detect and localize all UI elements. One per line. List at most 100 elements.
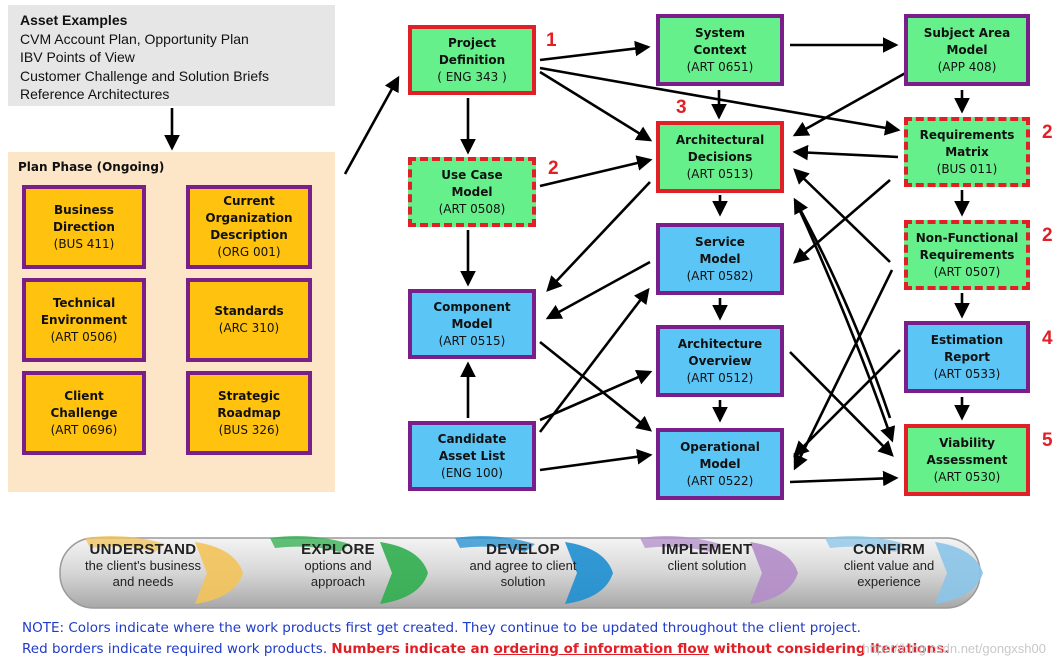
arrow-candidate-to-service: [538, 287, 650, 433]
box-label-line: Model: [699, 456, 741, 471]
box-use-case-model: Use Case Model (ART 0508): [408, 157, 536, 227]
box-label-line: Candidate: [437, 431, 507, 446]
arrow-estimation-to-operational: [793, 349, 901, 457]
box-code: (BUS 011): [936, 161, 998, 176]
stage-title: UNDERSTAND: [89, 541, 197, 558]
order-number: 2: [1042, 122, 1053, 143]
box-label-line: Component: [433, 299, 511, 314]
plan-box-client-challenge: Client Challenge (ART 0696): [22, 371, 146, 455]
box-code: (ART 0696): [50, 422, 118, 437]
stage-understand: UNDERSTAND the client's business and nee…: [58, 541, 228, 590]
stage-subtitle: options and: [304, 558, 372, 573]
plan-box-standards: Standards (ARC 310): [186, 278, 312, 362]
box-code: (ART 0522): [686, 473, 754, 488]
box-label-line: Current: [223, 194, 275, 208]
box-label-line: Organization: [205, 211, 293, 225]
arrow-decisions-to-viability: [793, 199, 896, 443]
box-label-line: Strategic: [217, 388, 281, 403]
box-label-line: Overview: [688, 353, 752, 368]
order-number: 4: [1042, 328, 1053, 349]
box-operational-model: Operational Model (ART 0522): [656, 428, 784, 500]
stage-swirl: [195, 542, 243, 604]
box-system-context: System Context (ART 0651): [656, 14, 784, 86]
box-subject-area-model: Subject Area Model (APP 408): [904, 14, 1030, 86]
box-project-definition: Project Definition ( ENG 343 ): [408, 25, 536, 95]
stage-develop: DEVELOP and agree to client solution: [438, 541, 608, 590]
note-label: NOTE:: [22, 620, 65, 636]
arrow-decisions-to-component: [546, 181, 651, 292]
box-code: (ARC 310): [218, 321, 280, 335]
arrow-overview-to-viability: [789, 351, 894, 457]
asset-examples-title: Asset Examples: [20, 12, 128, 28]
box-label-line: System: [695, 25, 745, 40]
box-code: (ART 0582): [686, 268, 754, 283]
box-label-line: Decisions: [687, 149, 753, 164]
order-number: 3: [676, 97, 687, 118]
box-label-line: Technical: [52, 295, 116, 310]
arrow-requirements-to-decisions: [792, 144, 899, 161]
note-text: without considering iterations.: [713, 641, 950, 657]
flow-arrows: [164, 37, 970, 487]
order-number: 5: [1042, 430, 1053, 451]
box-label-line: Roadmap: [217, 405, 281, 420]
watermark: https://blog.csdn.net/gongxsh00: [862, 641, 1046, 656]
box-code: (ENG 100): [441, 465, 503, 480]
box-label-line: Model: [699, 251, 741, 266]
note-text: Red borders indicate required work produ…: [22, 641, 328, 657]
arrow-candidate-to-operational: [539, 449, 653, 472]
box-label-line: Client: [64, 388, 104, 403]
arrow-nfr-to-operational: [793, 269, 894, 471]
box-code: (APP 408): [937, 59, 997, 74]
stage-confirm: CONFIRM client value and experience: [804, 541, 974, 590]
arrow-service-to-component: [545, 260, 651, 320]
stage-subtitle: the client's business: [85, 558, 201, 573]
stage-swirl: [85, 536, 165, 552]
note-text: Colors indicate where the work products …: [68, 620, 861, 636]
note-text: ordering of information flow: [493, 641, 710, 657]
stage-swirl: [270, 536, 350, 552]
box-label-line: Architectural: [675, 132, 765, 147]
box-code: (ART 0530): [933, 469, 1001, 484]
box-label-line: Assessment: [926, 452, 1008, 467]
box-non-functional-requirements: Non-Functional Requirements (ART 0507): [904, 220, 1030, 290]
stage-swirl: [935, 542, 983, 604]
stage-title: EXPLORE: [301, 541, 375, 558]
arrow-operational-to-viability: [789, 470, 899, 487]
order-number: 1: [546, 30, 557, 51]
plan-phase-title: Plan Phase (Ongoing): [18, 160, 165, 174]
box-code: (ART 0515): [438, 333, 506, 348]
box-label-line: Estimation: [930, 332, 1004, 347]
arrow-project-to-decisions: [539, 70, 653, 142]
plan-box-business-direction: Business Direction (BUS 411): [22, 185, 146, 269]
asset-example-item: CVM Account Plan, Opportunity Plan: [20, 30, 249, 47]
box-label-line: Model: [451, 316, 493, 331]
box-label-line: Report: [944, 349, 990, 364]
box-code: (BUS 411): [53, 236, 115, 251]
asset-example-item: Customer Challenge and Solution Briefs: [20, 67, 270, 84]
box-service-model: Service Model (ART 0582): [656, 223, 784, 295]
stage-swirl: [750, 542, 798, 604]
box-label-line: Matrix: [945, 144, 989, 159]
box-label-line: Direction: [53, 219, 115, 234]
arrow-component-to-operational: [539, 340, 653, 432]
order-number: 2: [1042, 225, 1053, 246]
arrow-plan-to-project: [343, 75, 400, 175]
box-code: (ART 0508): [438, 201, 506, 216]
box-label-line: Model: [946, 42, 988, 57]
box-label-line: Asset List: [438, 448, 506, 463]
stage-subtitle: solution: [500, 574, 546, 589]
box-estimation-report: Estimation Report (ART 0533): [904, 321, 1030, 393]
asset-example-item: Reference Architectures: [20, 86, 170, 102]
box-viability-assessment: Viability Assessment (ART 0530): [904, 424, 1030, 496]
box-code: (ART 0533): [933, 366, 1001, 381]
note-text: Numbers indicate an: [331, 641, 490, 657]
arrow-viability-to-decisions: [793, 197, 892, 419]
arrow-usecase-to-decisions: [539, 155, 653, 188]
order-number: 2: [548, 158, 559, 179]
arrow-requirements-to-service: [793, 179, 891, 264]
box-label-line: Use Case: [441, 167, 503, 182]
box-code: (BUS 326): [218, 422, 280, 437]
stage-subtitle: and needs: [112, 574, 174, 589]
box-code: (ART 0651): [686, 59, 754, 74]
